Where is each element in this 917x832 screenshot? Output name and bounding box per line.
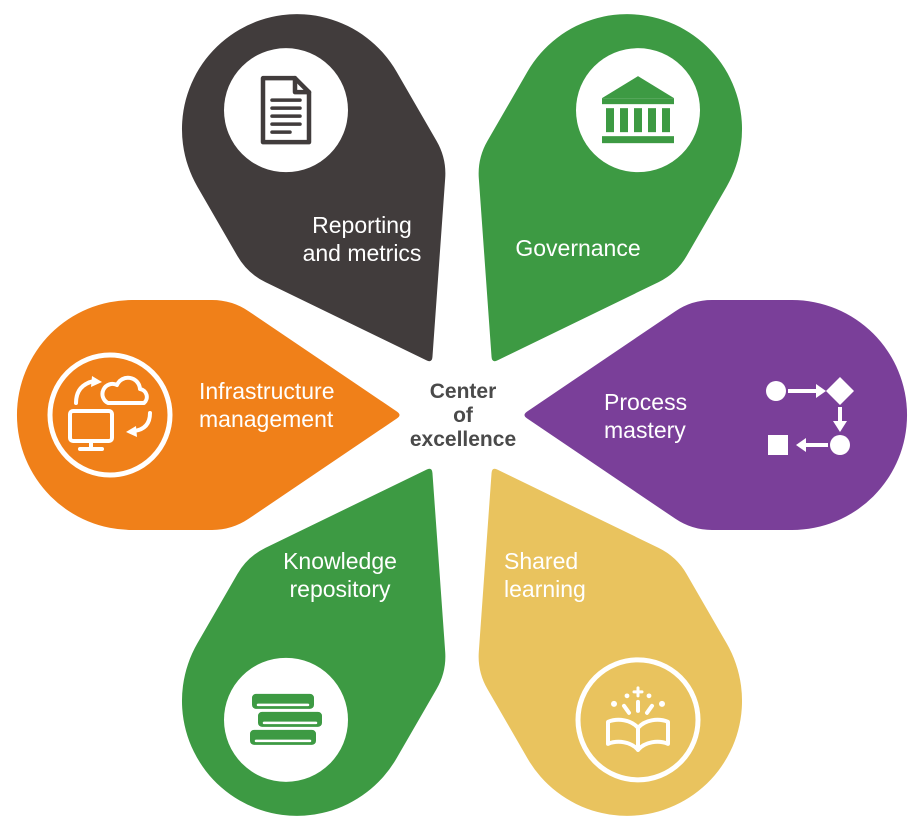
document-fold: [292, 75, 312, 95]
flow-arrow-left-shaft: [806, 443, 828, 447]
label-line: learning: [504, 576, 586, 602]
flow-arrow-down-head: [833, 421, 847, 432]
bank-column: [606, 108, 614, 133]
bank-column: [648, 108, 656, 133]
label-line: and metrics: [302, 240, 422, 266]
center-title: Center of excellence: [410, 380, 516, 452]
book-stack-icon: [224, 657, 348, 782]
open-book-sparkles-icon: [575, 657, 701, 783]
icon-ring: [47, 352, 173, 478]
book-top: [252, 693, 314, 709]
flow-start-circle: [766, 381, 786, 401]
petal-governance: [393, 0, 785, 419]
sync-arrow-down-head: [126, 426, 137, 437]
flow-arrow-right-head: [816, 384, 826, 398]
petal-shared-learning: [393, 411, 785, 832]
flow-arrow-left-head: [796, 438, 806, 452]
book-middle: [258, 711, 322, 727]
cloud-outline: [100, 375, 149, 405]
label-line: Infrastructure: [199, 378, 335, 404]
sparkle-dot: [659, 700, 665, 707]
flow-square: [768, 435, 788, 455]
monitor-cloud-sync-icon: [47, 352, 173, 478]
petal-reporting-and-metrics: [139, 0, 531, 419]
icon-ring: [575, 657, 701, 783]
petal-infrastructure-management: [16, 300, 400, 530]
bank-roof: [602, 76, 674, 99]
icon-circle: [224, 48, 348, 173]
sync-arrow-up-head: [91, 376, 102, 387]
book-bottom: [250, 729, 316, 745]
petal-shape-process-mastery: [524, 300, 908, 530]
label-knowledge-repository: Knowledge repository: [283, 547, 397, 603]
bank-column: [662, 108, 670, 133]
flow-arrow-down-shaft: [838, 407, 842, 423]
sparkle-dot: [646, 693, 652, 699]
report-document-icon: [224, 48, 348, 173]
label-governance: Governance: [515, 234, 640, 262]
label-line: Knowledge: [283, 548, 397, 574]
petal-knowledge-repository: [139, 411, 531, 832]
label-process-mastery: Process mastery: [604, 388, 687, 444]
sparkle-ray: [622, 703, 631, 715]
sparkle-ray: [645, 703, 654, 715]
label-shared-learning: Shared learning: [504, 547, 586, 603]
petal-process-mastery: [524, 300, 908, 530]
bank-column: [620, 108, 628, 133]
bank-column: [634, 108, 642, 133]
label-line: Governance: [515, 235, 641, 261]
bank-architrave: [602, 98, 674, 105]
label-reporting-and-metrics: Reporting and metrics: [303, 211, 422, 267]
document-page: [260, 75, 312, 145]
sync-arrow-down: [132, 411, 152, 433]
label-line: repository: [289, 576, 391, 602]
center-title-line: excellence: [409, 428, 517, 451]
label-infrastructure-management: Infrastructure management: [199, 377, 335, 433]
center-title-line: Center: [429, 380, 497, 403]
sparkle-dot: [611, 700, 617, 707]
flow-end-circle: [830, 435, 850, 455]
flowchart-icon: [766, 377, 854, 455]
label-line: Shared: [504, 548, 579, 574]
flow-arrow-right-shaft: [788, 389, 816, 393]
label-line: Reporting: [312, 212, 412, 238]
bank-icon: [576, 48, 700, 173]
center-title-line: of: [453, 404, 473, 427]
label-line: management: [199, 406, 334, 432]
label-line: Process: [604, 389, 688, 415]
sync-arrow-up: [74, 379, 96, 405]
label-line: mastery: [604, 417, 686, 443]
bank-base: [602, 136, 674, 144]
flow-diamond: [826, 377, 854, 405]
sparkle-dot: [624, 693, 630, 699]
